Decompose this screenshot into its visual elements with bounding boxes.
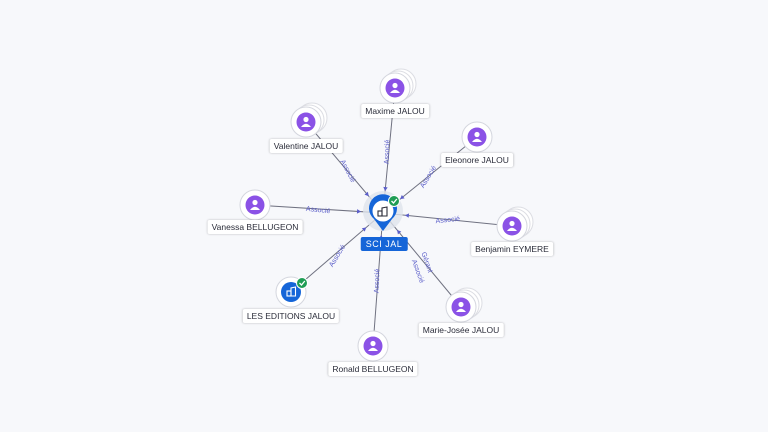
edge-arrow [364,191,369,197]
person-icon [363,336,383,356]
person-icon [502,216,522,236]
person-icon [245,195,265,215]
node-maxime[interactable] [379,68,417,104]
building-icon [377,206,388,217]
person-icon [385,78,405,98]
node-label-marie[interactable]: Marie-Josée JALOU [418,323,504,337]
node-vanessa[interactable] [239,189,271,221]
edge-label: Associé [384,139,392,164]
node-label-benjamin[interactable]: Benjamin EYMERE [471,242,553,256]
node-eleonore[interactable] [461,121,493,153]
edge-label: Associé [435,216,460,226]
node-label-maxime[interactable]: Maxime JALOU [361,104,429,118]
edge-arrow [356,209,362,214]
edge-arrow [404,213,410,218]
node-benjamin[interactable] [496,206,534,242]
edge-label: Associé [410,259,425,285]
node-editions[interactable] [275,276,308,308]
center-node-label[interactable]: SCI JAL [360,237,408,251]
edge-arrow [383,186,388,192]
node-label-eleonore[interactable]: Eleonore JALOU [441,153,513,167]
node-marie[interactable] [445,287,483,323]
edge-arrow [397,229,402,235]
edge-ronald: Associé [372,212,384,347]
node-label-ronald[interactable]: Ronald BELLUGEON [328,362,418,376]
node-label-valentine[interactable]: Valentine JALOU [269,139,343,153]
node-label-vanessa[interactable]: Vanessa BELLUGEON [207,220,303,234]
edge-label: Associé [419,165,438,190]
edge-vanessa: Associé [254,204,384,216]
verified-check-icon [296,277,308,289]
node-valentine[interactable] [290,102,328,138]
edge-label: Associé [306,206,331,216]
graph-nodes [239,68,534,362]
edge-arrow [361,227,367,232]
edge-benjamin: Associé [382,212,513,227]
verified-check-icon [388,195,400,207]
person-icon [451,297,471,317]
person-icon [467,127,487,147]
person-icon [296,112,316,132]
building-icon [286,286,297,297]
edge-label: Associé [338,159,356,184]
edge-label: Associé [328,244,347,269]
center-node[interactable] [363,191,403,231]
node-ronald[interactable] [357,330,389,362]
edge-label: Associé [374,268,382,293]
edge-arrow [400,194,405,200]
node-label-editions[interactable]: LES EDITIONS JALOU [242,309,340,323]
